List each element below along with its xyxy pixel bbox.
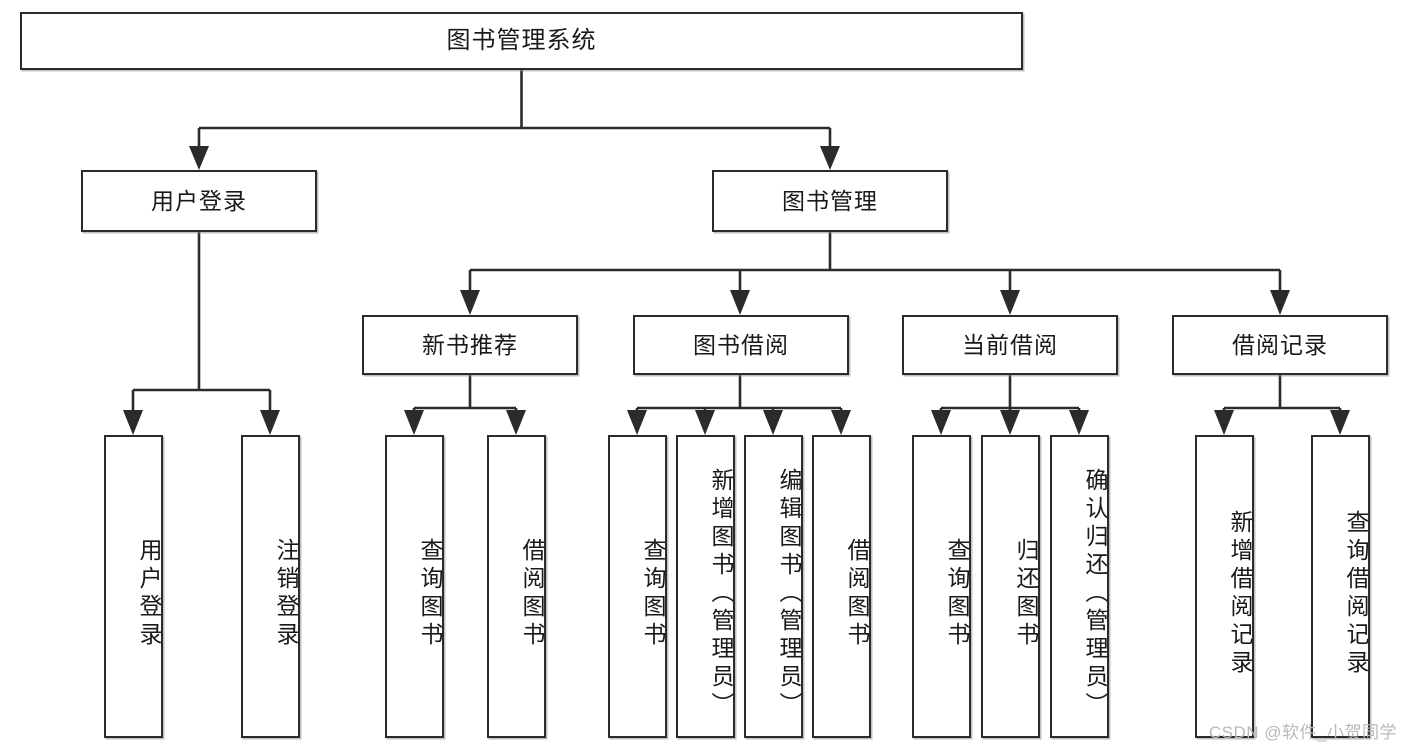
node-label: 注销登录 bbox=[273, 537, 299, 650]
node-label: 当前借阅 bbox=[962, 331, 1058, 358]
node-label: 编辑图书（管理员） bbox=[776, 467, 802, 720]
node-label: 新增图书（管理员） bbox=[708, 467, 734, 720]
leaf-user-logout[interactable]: 注销登录 bbox=[241, 435, 300, 738]
arrowhead-leaf-query-book-2 bbox=[627, 410, 647, 435]
node-label: 查询图书 bbox=[640, 537, 666, 650]
leaf-add-book-admin[interactable]: 新增图书（管理员） bbox=[676, 435, 735, 738]
node-user-login[interactable]: 用户登录 bbox=[81, 170, 317, 232]
node-label: 新增借阅记录 bbox=[1227, 509, 1253, 678]
node-borrowing-record[interactable]: 借阅记录 bbox=[1172, 315, 1388, 375]
node-label: 新书推荐 bbox=[422, 331, 518, 358]
leaf-confirm-return-admin[interactable]: 确认归还（管理员） bbox=[1050, 435, 1109, 738]
arrowhead-leaf-confirm-return bbox=[1069, 410, 1089, 435]
leaf-query-book-newbook[interactable]: 查询图书 bbox=[385, 435, 444, 738]
node-label: 图书管理系统 bbox=[446, 27, 597, 55]
node-root-book-management-system[interactable]: 图书管理系统 bbox=[20, 12, 1023, 70]
arrowhead-borrow-record bbox=[1270, 290, 1290, 315]
node-label: 用户登录 bbox=[136, 537, 162, 650]
arrowhead-leaf-add-record bbox=[1214, 410, 1234, 435]
node-new-book-recommendation[interactable]: 新书推荐 bbox=[362, 315, 578, 375]
arrowhead-book-manage bbox=[820, 146, 840, 170]
arrowhead-leaf-add-book bbox=[695, 410, 715, 435]
node-label: 归还图书 bbox=[1013, 537, 1039, 650]
arrowhead-leaf-borrow-book-1 bbox=[506, 410, 526, 435]
node-label: 图书管理 bbox=[782, 187, 878, 214]
leaf-borrow-book-newbook[interactable]: 借阅图书 bbox=[487, 435, 546, 738]
arrowhead-leaf-edit-book bbox=[763, 410, 783, 435]
leaf-borrow-book-borrow[interactable]: 借阅图书 bbox=[812, 435, 871, 738]
arrowhead-leaf-query-book-1 bbox=[404, 410, 424, 435]
arrowhead-leaf-return-book bbox=[1000, 410, 1020, 435]
leaf-query-borrow-record[interactable]: 查询借阅记录 bbox=[1311, 435, 1370, 738]
node-label: 确认归还（管理员） bbox=[1082, 467, 1108, 720]
arrowhead-leaf-borrow-book-2 bbox=[831, 410, 851, 435]
node-label: 查询图书 bbox=[417, 537, 443, 650]
leaf-user-login[interactable]: 用户登录 bbox=[104, 435, 163, 738]
leaf-query-book-borrow[interactable]: 查询图书 bbox=[608, 435, 667, 738]
node-label: 查询借阅记录 bbox=[1343, 509, 1369, 678]
arrowhead-user-login bbox=[189, 146, 209, 170]
arrowhead-current-borrow bbox=[1000, 290, 1020, 315]
node-label: 图书借阅 bbox=[693, 331, 789, 358]
node-label: 查询图书 bbox=[944, 537, 970, 650]
node-book-management[interactable]: 图书管理 bbox=[712, 170, 948, 232]
arrowhead-leaf-user-logout bbox=[260, 410, 280, 435]
arrowhead-leaf-query-book-3 bbox=[931, 410, 951, 435]
node-label: 借阅图书 bbox=[519, 537, 545, 650]
node-book-borrowing[interactable]: 图书借阅 bbox=[633, 315, 849, 375]
leaf-return-book[interactable]: 归还图书 bbox=[981, 435, 1040, 738]
node-label: 借阅记录 bbox=[1232, 331, 1328, 358]
leaf-add-borrow-record[interactable]: 新增借阅记录 bbox=[1195, 435, 1254, 738]
arrowhead-leaf-user-login bbox=[123, 410, 143, 435]
node-label: 用户登录 bbox=[151, 187, 247, 214]
leaf-query-book-current[interactable]: 查询图书 bbox=[912, 435, 971, 738]
arrowhead-book-borrow bbox=[730, 290, 750, 315]
node-label: 借阅图书 bbox=[844, 537, 870, 650]
arrowhead-new-book-rec bbox=[460, 290, 480, 315]
node-current-borrowing[interactable]: 当前借阅 bbox=[902, 315, 1118, 375]
leaf-edit-book-admin[interactable]: 编辑图书（管理员） bbox=[744, 435, 803, 738]
arrowhead-leaf-query-record bbox=[1330, 410, 1350, 435]
